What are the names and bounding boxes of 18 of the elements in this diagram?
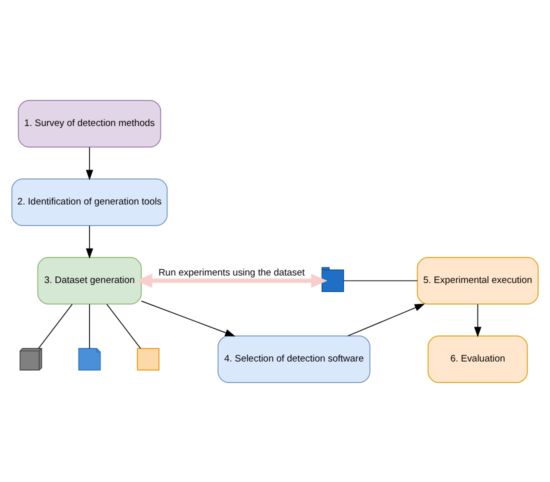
arrow (136, 273, 328, 288)
connector (89, 303, 90, 348)
connector (106, 303, 142, 348)
node-box: 4. Selection of detection software (218, 335, 370, 382)
arrow (86, 146, 94, 180)
node-box: 6. Evaluation (428, 335, 528, 382)
connector (343, 280, 418, 281)
edge-label: Run experiments using the dataset (158, 266, 305, 278)
node-box: 3. Dataset generation (37, 256, 142, 304)
node-box (136, 348, 160, 370)
connector (38, 303, 73, 348)
arrow (140, 300, 236, 336)
node-box: 1. Survey of detection methods (18, 100, 162, 147)
arrow (474, 303, 482, 337)
node-box: 5. Experimental execution (416, 256, 539, 304)
node-box: 2. Identification of generation tools (11, 178, 168, 226)
arrow (86, 224, 94, 258)
arrow (347, 303, 426, 336)
